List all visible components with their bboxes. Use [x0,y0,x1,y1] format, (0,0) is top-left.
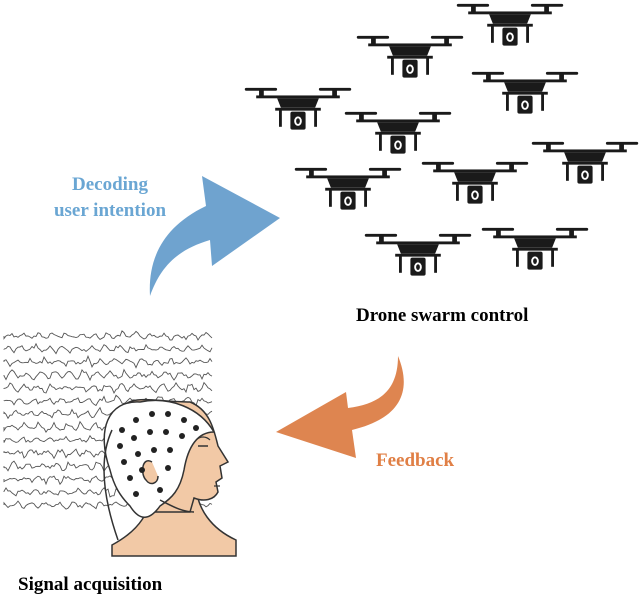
drone-icon [294,167,402,210]
feedback-label: Feedback [376,450,455,471]
drone-icon [456,3,564,46]
decoding-label: Decoding user intention [30,172,190,224]
decoding-arrow [149,176,280,296]
drone-icon [421,161,529,204]
eeg-trace-line [3,354,213,369]
feedback-arrow [276,356,404,458]
decoding-label-line2: user intention [53,200,167,221]
eeg-trace-line [3,381,213,395]
drone-icon [244,87,352,130]
drone-icon [364,233,472,276]
eeg-trace-line [3,342,213,355]
eeg-trace-line [3,368,213,382]
drone-icon [356,35,464,78]
eeg-trace-line [3,330,213,341]
drone-swarm-label: Drone swarm control [356,305,529,326]
drone-icon [481,227,589,270]
drone-icon [471,71,579,114]
drone-swarm [244,3,639,276]
drone-icon [344,111,452,154]
drone-icon [531,141,639,184]
signal-acquisition-label: Signal acquisition [18,574,163,595]
decoding-label-line1: Decoding [72,174,148,195]
head-with-eeg-cap [103,398,237,557]
electrode-grid [117,411,199,497]
